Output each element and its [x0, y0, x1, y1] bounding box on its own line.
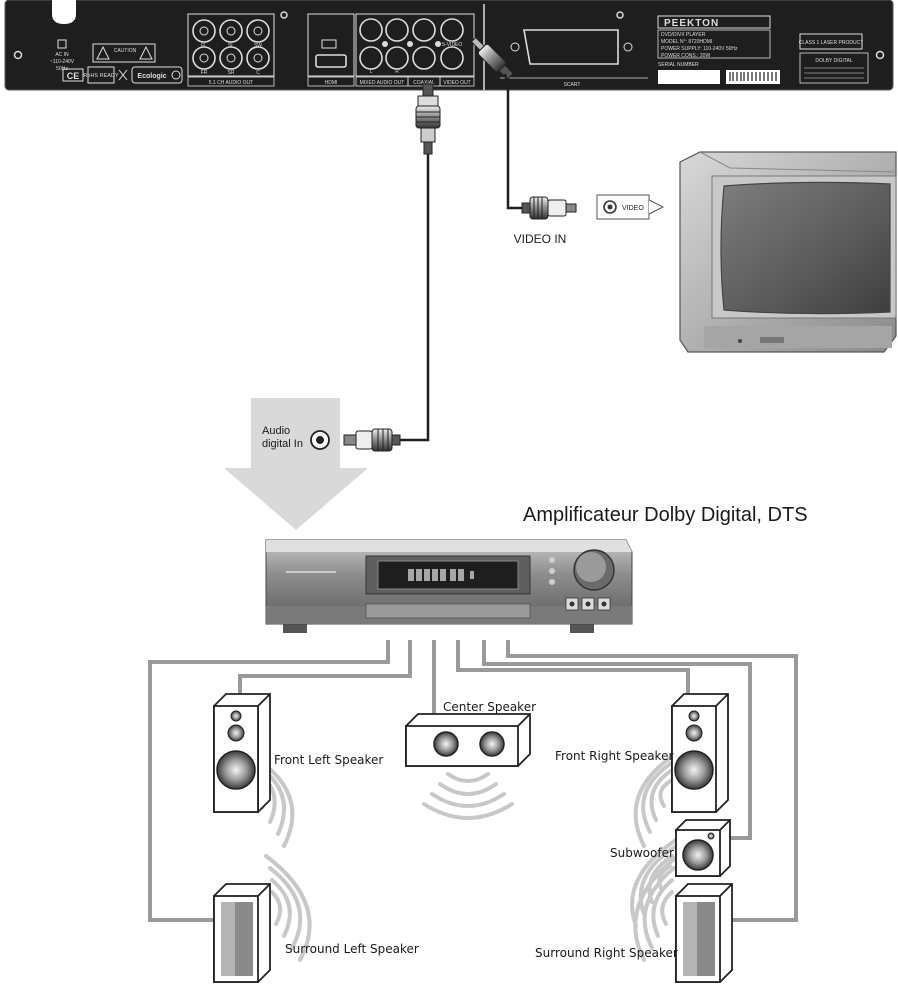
front-left-speaker	[213, 693, 271, 813]
svg-text:C: C	[256, 70, 260, 76]
speaker-cables	[148, 640, 798, 922]
subwoofer	[675, 819, 731, 877]
mixed-audio-label: MIXED AUDIO OUT	[360, 80, 405, 86]
screw-icon	[875, 50, 885, 60]
model-line: MODEL N°: 8720HDMI	[661, 39, 712, 45]
model-line: POWER SUPPLY: 110-240V 50Hz	[661, 46, 738, 52]
brand-logo: PEEKTON	[664, 18, 719, 29]
model-line: DVD/DIVX PLAYER	[661, 32, 706, 38]
coaxial-label: COAXIAL	[413, 80, 435, 86]
screw-icon	[13, 50, 23, 60]
model-line: POWER CONS.: 20W	[661, 53, 710, 59]
svg-text:L: L	[370, 69, 373, 75]
svg-text:~110-240V: ~110-240V	[50, 59, 75, 65]
coaxial-plug-icon	[343, 428, 401, 452]
video-jack-icon	[603, 200, 617, 214]
scart-label: SCART	[564, 82, 581, 88]
svg-text:R: R	[395, 69, 399, 75]
audio-digital-in-label: Audio digital In	[262, 425, 303, 450]
front-right-speaker-label: Front Right Speaker	[555, 749, 674, 763]
front-right-speaker	[671, 693, 729, 813]
svg-text:50Hz: 50Hz	[56, 66, 68, 72]
subwoofer-label: Subwoofer	[610, 846, 674, 860]
video-in-label: VIDEO IN	[514, 232, 567, 246]
amp-display	[377, 560, 519, 590]
svg-text:SL: SL	[228, 43, 234, 49]
center-speaker	[405, 713, 531, 767]
ce-badge: CE	[67, 71, 80, 81]
svg-text:SW: SW	[254, 43, 262, 49]
ac-in-label: AC IN	[55, 52, 69, 58]
video-cable: VIDEO VIDEO IN	[470, 36, 665, 246]
digital-audio-cable	[343, 83, 441, 452]
surround-left-speaker	[213, 883, 271, 983]
hdmi-label: HDMI	[325, 80, 338, 86]
video-out-label: VIDEO OUT	[443, 80, 471, 86]
tv-screen	[720, 181, 891, 315]
laser-class-label: CLASS 1 LASER PRODUCT	[799, 40, 863, 46]
rohs-badge: RoHS READY	[83, 73, 118, 79]
hdmi-port-icon	[315, 54, 347, 68]
surround-left-speaker-label: Surround Left Speaker	[285, 942, 419, 956]
dolby-label: DOLBY DIGITAL	[815, 58, 853, 64]
center-speaker-label: Center Speaker	[443, 700, 537, 714]
ecologic-badge: Ecologic	[137, 73, 166, 80]
amplifier-title: Amplificateur Dolby Digital, DTS	[523, 504, 808, 526]
audio-51-label: 5.1 CH AUDIO OUT	[209, 80, 253, 86]
svg-text:FL: FL	[201, 43, 207, 49]
video-plug-icon	[521, 196, 577, 220]
surround-right-speaker-label: Surround Right Speaker	[535, 946, 678, 960]
barcode-icon	[729, 72, 777, 81]
tv-video-input-label: VIDEO	[622, 205, 644, 212]
warning-icon	[96, 45, 110, 60]
dvd-player-rear-panel: AC IN ~110-240V 50Hz CAUTION CE RoHS REA…	[4, 0, 894, 91]
scart-port-icon	[523, 29, 619, 65]
serial-number-label: SERIAL NUMBER	[658, 62, 699, 68]
caution-label: CAUTION	[114, 48, 137, 54]
front-left-speaker-label: Front Left Speaker	[274, 753, 384, 767]
svg-text:S-VIDEO: S-VIDEO	[442, 42, 463, 48]
input-arrow	[224, 398, 368, 530]
warning-icon	[139, 45, 153, 60]
television	[679, 151, 897, 353]
amplifier	[265, 539, 633, 633]
svg-text:FR: FR	[201, 70, 208, 76]
svg-text:SR: SR	[228, 70, 235, 76]
surround-right-speaker	[675, 883, 733, 983]
bin-crossed-icon	[118, 69, 128, 81]
